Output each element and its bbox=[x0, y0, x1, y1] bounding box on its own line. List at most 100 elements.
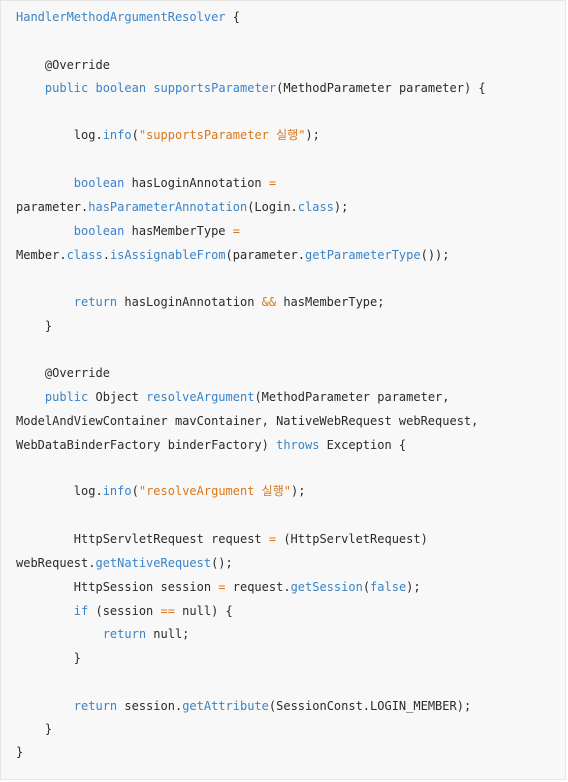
code-token: HttpServletRequest request bbox=[16, 532, 269, 546]
code-token: ); bbox=[333, 200, 349, 214]
code-token: resolveArgument bbox=[146, 390, 255, 404]
code-token: class bbox=[297, 200, 334, 214]
code-token: return bbox=[102, 627, 147, 641]
code-token: hasMemberType bbox=[124, 224, 233, 238]
code-line-18: ModelAndViewContainer mavContainer, Nati… bbox=[16, 413, 478, 429]
code-token: (HttpServletRequest) bbox=[276, 532, 428, 546]
code-token: session. bbox=[117, 699, 183, 713]
code-token: Exception { bbox=[319, 438, 407, 452]
code-token bbox=[16, 295, 74, 309]
code-line-10: boolean hasMemberType = bbox=[16, 223, 240, 239]
code-line-28: } bbox=[16, 650, 81, 666]
code-token: . bbox=[102, 248, 110, 262]
code-line-26: if (session == null) { bbox=[16, 603, 233, 619]
code-token: "supportsParameter 실행" bbox=[138, 128, 306, 142]
code-line-19: WebDataBinderFactory binderFactory) thro… bbox=[16, 437, 406, 453]
code-token: } bbox=[16, 722, 53, 736]
code-token: ()); bbox=[420, 248, 450, 262]
code-token: (MethodParameter parameter, bbox=[254, 390, 450, 404]
code-line-31: } bbox=[16, 721, 52, 737]
code-token bbox=[16, 81, 45, 95]
code-token: if bbox=[73, 604, 89, 618]
code-line-9: parameter.hasParameterAnnotation(Login.c… bbox=[16, 199, 348, 215]
code-token: return bbox=[73, 699, 118, 713]
code-token: Member. bbox=[16, 248, 67, 262]
code-token: hasLoginAnnotation bbox=[117, 295, 262, 309]
code-token: supportsParameter bbox=[153, 81, 277, 95]
code-token: getAttribute bbox=[182, 699, 269, 713]
code-token: ( bbox=[362, 580, 371, 594]
code-token: @Override bbox=[16, 366, 110, 380]
code-token bbox=[16, 176, 74, 190]
code-token bbox=[16, 224, 74, 238]
code-line-17: public Object resolveArgument(MethodPara… bbox=[16, 389, 450, 405]
code-line-32: } bbox=[16, 744, 23, 760]
code-line-27: return null; bbox=[16, 626, 190, 642]
code-token: ( bbox=[131, 128, 139, 142]
code-token: ModelAndViewContainer mavContainer, Nati… bbox=[16, 414, 479, 428]
code-token: } bbox=[16, 319, 53, 333]
code-token: log. bbox=[16, 128, 103, 142]
code-token: "resolveArgument 실행" bbox=[138, 484, 291, 498]
code-token: info bbox=[102, 484, 132, 498]
code-token: (); bbox=[211, 556, 233, 570]
code-token: && bbox=[261, 295, 277, 309]
code-token: public bbox=[44, 390, 89, 404]
code-token: @Override bbox=[16, 58, 110, 72]
code-token: throws bbox=[276, 438, 320, 452]
code-token: isAssignableFrom bbox=[109, 248, 226, 262]
code-token bbox=[16, 390, 45, 404]
code-token: WebDataBinderFactory binderFactory) bbox=[16, 438, 277, 452]
code-token: == bbox=[160, 604, 175, 618]
code-token: boolean bbox=[95, 81, 147, 95]
code-token: getSession bbox=[290, 580, 363, 594]
code-line-23: HttpServletRequest request = (HttpServle… bbox=[16, 531, 428, 547]
code-token bbox=[88, 81, 95, 95]
code-token: = bbox=[232, 224, 240, 238]
code-token: getParameterType bbox=[305, 248, 421, 262]
code-line-21: log.info("resolveArgument 실행"); bbox=[16, 483, 306, 499]
code-token: hasParameterAnnotation bbox=[88, 200, 248, 214]
code-token: webRequest. bbox=[16, 556, 96, 570]
code-token: boolean bbox=[73, 176, 125, 190]
code-token: return bbox=[73, 295, 118, 309]
code-token: public bbox=[44, 81, 89, 95]
code-token: hasLoginAnnotation bbox=[124, 176, 269, 190]
code-line-13: return hasLoginAnnotation && hasMemberTy… bbox=[16, 294, 385, 310]
code-token bbox=[16, 627, 103, 641]
code-token: ); bbox=[406, 580, 421, 594]
code-line-30: return session.getAttribute(SessionConst… bbox=[16, 698, 471, 714]
code-token: boolean bbox=[73, 224, 125, 238]
code-token bbox=[16, 604, 74, 618]
code-line-11: Member.class.isAssignableFrom(parameter.… bbox=[16, 247, 450, 263]
code-token: null; bbox=[146, 627, 190, 641]
code-line-24: webRequest.getNativeRequest(); bbox=[16, 555, 233, 571]
code-token: ); bbox=[305, 128, 320, 142]
code-token: } bbox=[16, 745, 24, 759]
code-token bbox=[16, 699, 74, 713]
code-token: (parameter. bbox=[225, 248, 306, 262]
code-line-25: HttpSession session = request.getSession… bbox=[16, 579, 421, 595]
code-token: = bbox=[218, 580, 226, 594]
code-token: false bbox=[370, 580, 407, 594]
code-line-16: @Override bbox=[16, 365, 110, 381]
code-token: HandlerMethodArgumentResolver bbox=[16, 10, 226, 24]
code-line-8: boolean hasLoginAnnotation = bbox=[16, 175, 276, 191]
code-token: class bbox=[66, 248, 103, 262]
code-line-4: public boolean supportsParameter(MethodP… bbox=[16, 80, 486, 96]
code-line-3: @Override bbox=[16, 57, 110, 73]
code-token: null) { bbox=[174, 604, 233, 618]
code-token: (Login. bbox=[247, 200, 298, 214]
code-token: (SessionConst.LOGIN_MEMBER); bbox=[268, 699, 472, 713]
code-token: (session bbox=[88, 604, 161, 618]
code-token: = bbox=[268, 176, 277, 190]
code-token: parameter. bbox=[16, 200, 89, 214]
code-line-14: } bbox=[16, 318, 52, 334]
code-token: (MethodParameter parameter) { bbox=[276, 81, 486, 95]
code-line-6: log.info("supportsParameter 실행"); bbox=[16, 127, 320, 143]
code-token: log. bbox=[16, 484, 103, 498]
code-token: info bbox=[102, 128, 132, 142]
code-token: Object bbox=[88, 390, 147, 404]
code-token: = bbox=[268, 532, 277, 546]
